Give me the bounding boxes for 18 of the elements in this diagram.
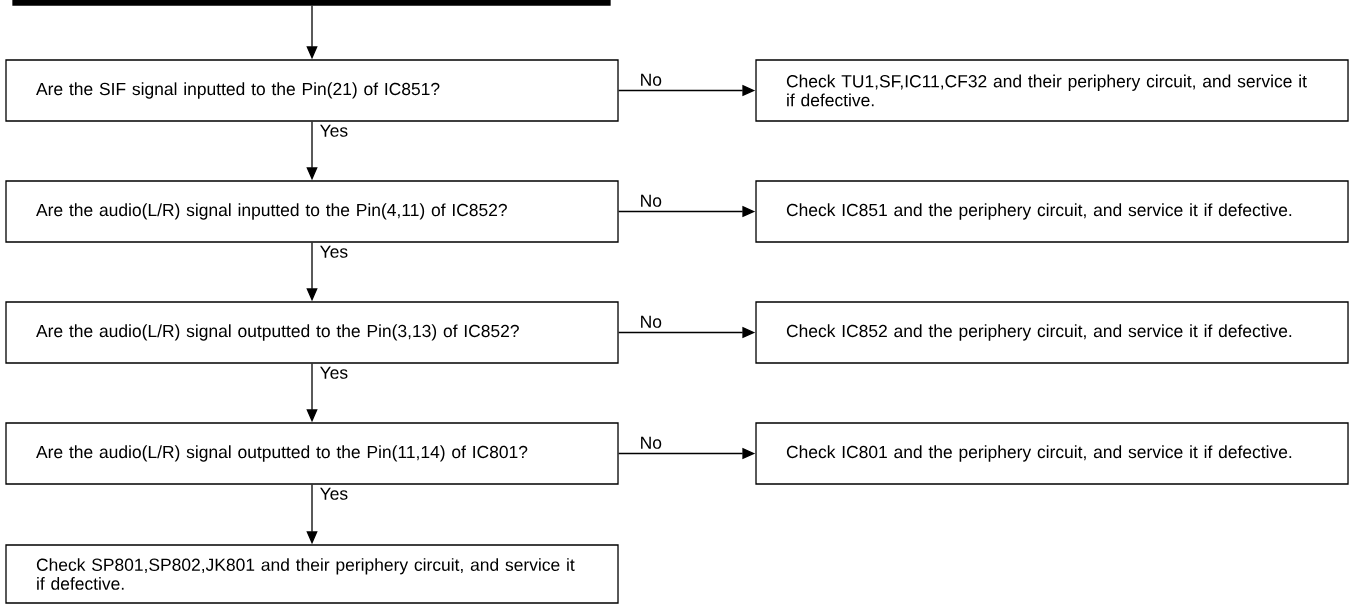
edge-label: No [638,193,663,208]
process-box: Are the SIF signal inputted to the Pin(21) of IC851? [5,59,619,122]
process-box: Are the audio(L/R) signal outputted to the Pin(11,14) of IC801? [5,422,619,485]
process-box: Check IC851 and the periphery circuit, and service it if defective. [755,180,1349,243]
process-box: Are the audio(L/R) signal inputted to the Pin(4,11) of IC852? [5,180,619,243]
edge-label: Yes [318,486,350,501]
process-box: Check TU1,SF,IC11,CF32 and their periphery circuit, and service it if defective. [755,59,1349,122]
edge-label: No [638,435,663,450]
header-bar [12,0,611,6]
process-box: Are the audio(L/R) signal outputted to the Pin(3,13) of IC852? [5,301,619,364]
process-box: Check IC801 and the periphery circuit, and service it if defective. [755,422,1349,485]
edge-label: Yes [318,365,350,380]
edge-label: Yes [318,244,350,259]
edge-label: Yes [318,123,350,138]
process-box: Check IC852 and the periphery circuit, and service it if defective. [755,301,1349,364]
edge-label: No [638,72,663,87]
edge-label: No [638,314,663,329]
process-box: Check SP801,SP802,JK801 and their periphery circuit, and service it if defective. [5,544,619,604]
